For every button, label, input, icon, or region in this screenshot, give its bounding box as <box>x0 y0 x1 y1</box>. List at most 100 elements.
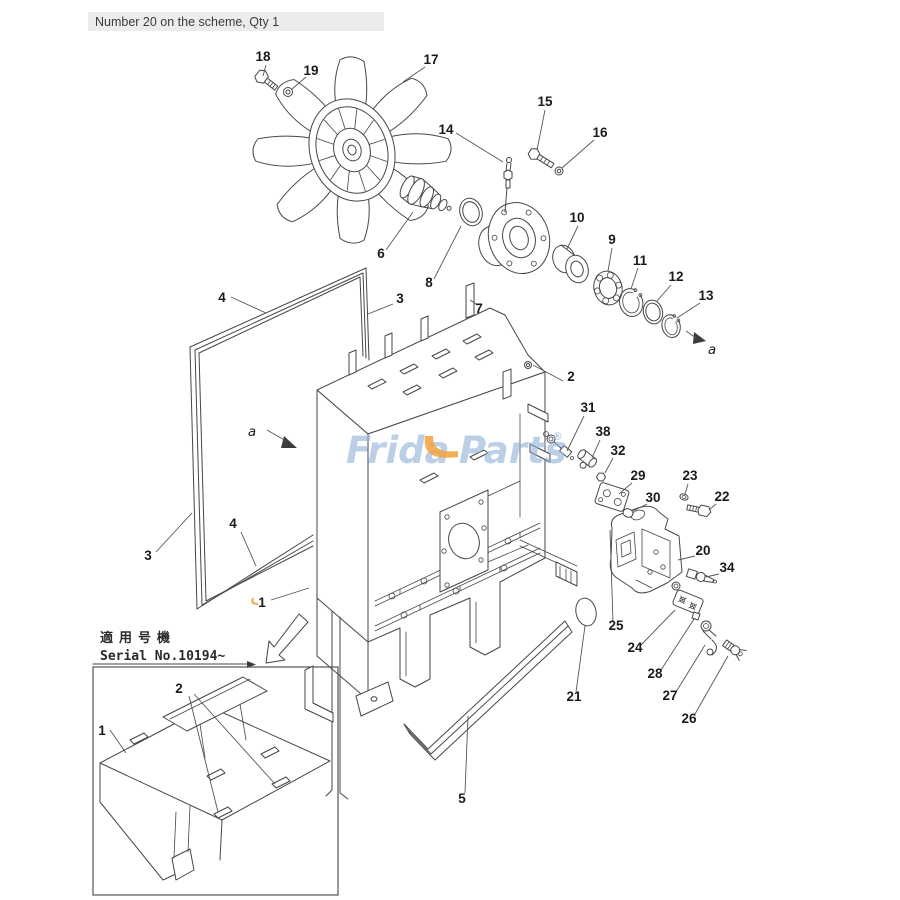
leader-line <box>109 729 127 754</box>
leader-line <box>685 330 697 339</box>
part-label-3: 3 <box>144 548 152 563</box>
part-label-a: a <box>248 424 256 440</box>
leader-line <box>385 211 414 251</box>
valve-ring <box>596 472 606 482</box>
motor-plug <box>671 581 681 591</box>
leader-line <box>566 225 579 250</box>
shroud-bolts <box>388 537 512 619</box>
cooling-fan <box>252 56 452 244</box>
leader-line <box>402 66 426 83</box>
grease-fitting <box>503 157 513 213</box>
part-label-23: 23 <box>682 468 698 483</box>
manifold-block <box>672 589 704 615</box>
fan-clutch-hub <box>308 98 396 202</box>
part-label-29: 29 <box>630 468 645 483</box>
bushing <box>552 244 589 284</box>
serial-cjk-text: 適用号機 <box>100 630 176 646</box>
leader-line <box>607 247 613 272</box>
part-label-2: 2 <box>175 681 183 696</box>
leader-line <box>660 618 695 671</box>
part-label-27: 27 <box>662 688 677 703</box>
part-label-9: 9 <box>608 232 616 247</box>
leader-line <box>566 415 585 452</box>
part-label-21: 21 <box>566 689 582 704</box>
leader-line <box>575 625 586 693</box>
part-label-a: a <box>708 342 716 358</box>
leader-line <box>270 587 310 601</box>
part-label-38: 38 <box>595 424 611 439</box>
leader-line <box>230 296 267 314</box>
leader-line <box>469 299 477 305</box>
seal-ring <box>459 197 483 227</box>
leader-line <box>632 503 648 512</box>
leader-line <box>676 302 701 319</box>
fan-motor <box>609 505 683 594</box>
bottom-strip <box>403 620 573 761</box>
hub-bolt <box>527 148 555 169</box>
leader-line <box>262 64 267 77</box>
part-label-22: 22 <box>714 489 729 504</box>
leader-line <box>193 693 276 785</box>
fan-shroud-assembly <box>316 282 578 800</box>
watermark-swoosh <box>424 436 458 458</box>
header-note: Number 20 on the scheme, Qty 1 <box>95 14 280 29</box>
snap-ring-outer <box>661 314 681 338</box>
plate-ring <box>622 508 634 518</box>
leader-line <box>433 225 462 280</box>
leader-line <box>464 715 469 794</box>
view-arrow-right <box>693 332 706 344</box>
mount-plate <box>594 482 630 512</box>
part-label-25: 25 <box>608 618 624 633</box>
part-label-5: 5 <box>458 791 466 806</box>
part-label-4: 4 <box>218 290 226 305</box>
leader-line <box>155 512 193 553</box>
leader-line <box>536 109 546 151</box>
mount-bolt <box>686 504 712 518</box>
oval-cover <box>575 597 597 627</box>
leader-line <box>240 531 257 567</box>
bearing <box>593 270 623 306</box>
part-label-7: 7 <box>475 301 483 316</box>
leader-line <box>188 695 219 813</box>
leader-line <box>591 439 601 459</box>
spacer-ring <box>642 299 664 325</box>
snap-ring-inner <box>618 288 644 317</box>
leader-line <box>618 482 633 495</box>
leader-line <box>708 503 717 511</box>
part-label-15: 15 <box>537 94 553 109</box>
part-label-12: 12 <box>668 269 683 284</box>
leader-line <box>640 609 676 646</box>
leader-line <box>609 529 614 623</box>
leader-line <box>604 457 614 474</box>
view-arrow-left <box>281 436 297 448</box>
motor-fitting <box>685 568 718 584</box>
watermark-mini-swoosh <box>251 598 258 605</box>
part-label-8: 8 <box>425 275 433 290</box>
part-label-4: 4 <box>229 516 237 531</box>
leader-line <box>656 284 672 302</box>
hose-end-fitting <box>722 639 747 661</box>
leader-line <box>630 267 639 290</box>
part-label-30: 30 <box>645 490 660 505</box>
applicability-arrow <box>265 613 309 664</box>
part-label-26: 26 <box>681 711 697 726</box>
part-label-34: 34 <box>719 560 735 575</box>
leader-line <box>367 303 394 315</box>
part-label-1: 1 <box>98 723 106 738</box>
watermark-right-text: Parts <box>459 429 567 472</box>
leader-line <box>561 139 595 169</box>
part-label-18: 18 <box>255 49 271 64</box>
fan-hub-housing <box>478 202 551 274</box>
leader-line <box>677 555 696 561</box>
fan-washer <box>283 87 293 97</box>
radiator-seal-frame <box>189 267 370 610</box>
part-label-1: 1 <box>258 595 266 610</box>
leader-line <box>266 429 287 442</box>
part-label-31: 31 <box>580 400 596 415</box>
part-label-14: 14 <box>438 122 454 137</box>
leader-line <box>291 76 307 90</box>
part-label-24: 24 <box>627 640 643 655</box>
